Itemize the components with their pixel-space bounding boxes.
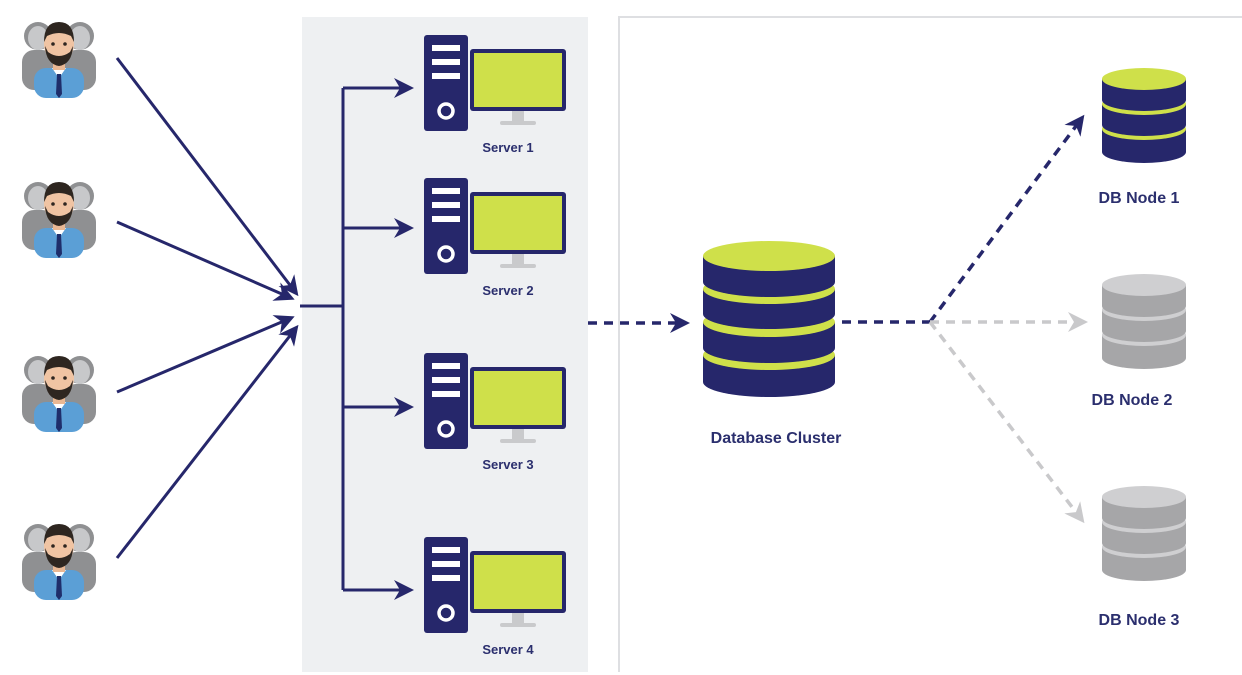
user-arrow-1 bbox=[115, 57, 299, 297]
user-group-1 bbox=[22, 22, 96, 98]
server-label: Server 3 bbox=[482, 457, 533, 472]
user-arrow-2 bbox=[116, 220, 295, 301]
db-node-1: DB Node 1 bbox=[1099, 68, 1186, 207]
db-node-label: DB Node 3 bbox=[1099, 612, 1180, 629]
user-arrows bbox=[115, 57, 299, 559]
user-group-icon bbox=[22, 182, 96, 258]
node-1-arrow bbox=[928, 114, 1085, 324]
user-group-4 bbox=[22, 524, 96, 600]
server-1: Server 1 bbox=[422, 33, 568, 155]
user-arrow-4 bbox=[115, 324, 299, 559]
user-arrow-3 bbox=[116, 315, 295, 394]
database-icon bbox=[1102, 486, 1186, 581]
user-group-icon bbox=[22, 524, 96, 600]
server-3: Server 3 bbox=[422, 351, 568, 472]
server-4: Server 4 bbox=[422, 535, 568, 657]
server-2: Server 2 bbox=[422, 176, 568, 298]
db-node-3: DB Node 3 bbox=[1099, 486, 1186, 629]
user-group-icon bbox=[22, 356, 96, 432]
server-distribution-lines bbox=[300, 78, 414, 600]
cluster-label: Database Cluster bbox=[711, 430, 842, 447]
database-cluster: Database Cluster bbox=[703, 241, 841, 447]
database-panel bbox=[618, 16, 1242, 672]
server-label: Server 1 bbox=[482, 140, 533, 155]
user-group-3 bbox=[22, 356, 96, 432]
db-node-2: DB Node 2 bbox=[1092, 274, 1186, 409]
node-3-arrow bbox=[928, 320, 1085, 524]
database-icon bbox=[703, 241, 835, 397]
user-group-2 bbox=[22, 182, 96, 258]
db-node-label: DB Node 1 bbox=[1099, 190, 1180, 207]
database-icon bbox=[1102, 274, 1186, 369]
user-group-icon bbox=[22, 22, 96, 98]
server-label: Server 4 bbox=[482, 642, 534, 657]
database-icon bbox=[1102, 68, 1186, 163]
server-label: Server 2 bbox=[482, 283, 533, 298]
db-node-label: DB Node 2 bbox=[1092, 392, 1173, 409]
